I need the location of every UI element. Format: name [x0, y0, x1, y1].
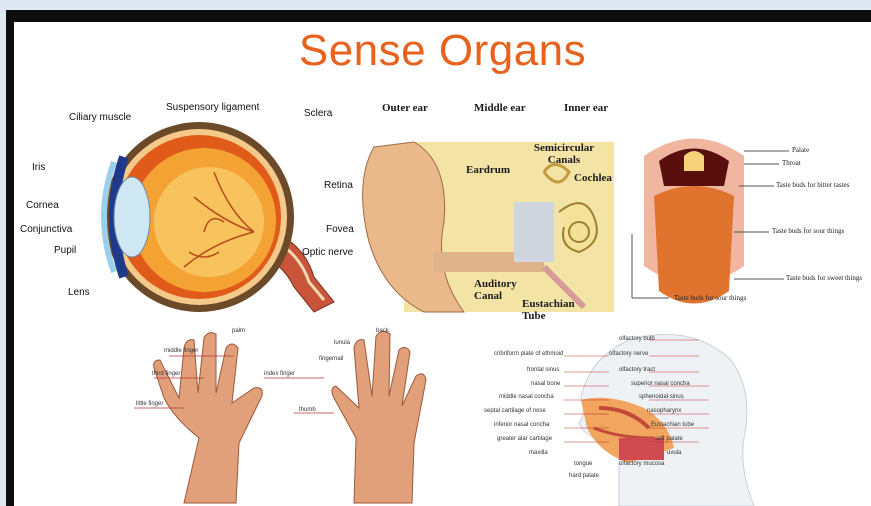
- hands-label-lunula: lunula: [334, 340, 350, 346]
- eye-label-fovea: Fovea: [326, 224, 354, 235]
- tongue-label-palate: Palate: [792, 146, 809, 154]
- tongue-label-throat: Throat: [782, 159, 801, 167]
- nose-label-superior-concha: superior nasal concha: [631, 381, 690, 387]
- slide: Sense Organs Ciliary muscle Suspensory l…: [14, 22, 871, 506]
- eye-label-ciliary-muscle: Ciliary muscle: [69, 112, 131, 123]
- nose-label-nasal-bone: nasal bone: [531, 381, 560, 387]
- nose-label-olfactory-tract: olfactory tract: [619, 367, 655, 373]
- tongue-illustration: [624, 116, 871, 316]
- ear-label-outer-ear: Outer ear: [382, 102, 428, 114]
- hands-label-middle-finger: middle finger: [164, 348, 198, 354]
- ear-diagram: Outer ear Middle ear Inner ear Semicircu…: [354, 102, 624, 332]
- nose-label-nasopharynx: nasopharynx: [647, 408, 681, 414]
- tongue-label-sweet: Taste buds for sweet things: [786, 274, 862, 282]
- eye-label-conjunctiva: Conjunctiva: [20, 224, 72, 235]
- tongue-label-sour-right: Taste buds for sour things: [772, 227, 844, 235]
- eye-label-optic-nerve: Optic nerve: [302, 247, 353, 258]
- nose-label-middle-concha: middle nasal concha: [499, 394, 554, 400]
- nose-label-olfactory-mucosa: olfactory mucosa: [619, 461, 664, 467]
- eye-label-lens: Lens: [68, 287, 90, 298]
- nose-label-uvula: uvula: [667, 450, 681, 456]
- hands-diagram: palm back middle finger lunula fingernai…: [124, 328, 444, 506]
- eye-label-suspensory-ligament: Suspensory ligament: [166, 102, 259, 113]
- nose-label-sphenoidal-sinus: sphenoidal sinus: [639, 394, 684, 400]
- hands-label-little-finger: little finger: [136, 401, 163, 407]
- tongue-label-bitter: Taste buds for bitter tastes: [776, 181, 849, 189]
- nose-label-frontal-sinus: frontal sinus: [527, 367, 559, 373]
- tongue-diagram: Palate Throat Taste buds for bitter tast…: [624, 116, 871, 316]
- eye-illustration: [14, 102, 354, 327]
- hands-label-third-finger: third finger: [152, 371, 180, 377]
- hands-label-thumb: thumb: [299, 407, 316, 413]
- tongue-label-sour-bottom: Taste buds for sour things: [674, 294, 746, 302]
- nose-label-cribriform: cribriform plate of ethmoid: [494, 351, 563, 357]
- nose-label-soft-palate: soft palate: [655, 436, 683, 442]
- ear-label-inner-ear: Inner ear: [564, 102, 608, 114]
- ear-label-eustachian-tube: Eustachian Tube: [522, 298, 582, 322]
- nose-label-maxilla: maxilla: [529, 450, 548, 456]
- slide-title: Sense Organs: [14, 26, 871, 76]
- nose-label-hard-palate: hard palate: [569, 473, 599, 479]
- nose-label-olfactory-bulb: olfactory bulb: [619, 336, 655, 342]
- ear-label-auditory-canal: Auditory Canal: [474, 278, 526, 302]
- hands-illustration: [124, 328, 444, 506]
- ear-label-middle-ear: Middle ear: [474, 102, 526, 114]
- eye-diagram: Ciliary muscle Suspensory ligament Scler…: [14, 102, 354, 327]
- eye-label-retina: Retina: [324, 180, 353, 191]
- nose-label-tongue: tongue: [574, 461, 592, 467]
- eye-label-sclera: Sclera: [304, 108, 332, 119]
- nose-label-greater-alar: greater alar cartilage: [497, 436, 552, 442]
- ear-label-semicircular-canals: Semicircular Canals: [529, 142, 599, 166]
- hands-label-fingernail: fingernail: [319, 356, 343, 362]
- hands-label-back: back: [376, 328, 389, 334]
- nose-label-inferior-concha: inferior nasal concha: [494, 422, 549, 428]
- eye-label-pupil: Pupil: [54, 245, 76, 256]
- nose-diagram: olfactory bulb cribriform plate of ethmo…: [469, 328, 871, 506]
- ear-label-cochlea: Cochlea: [574, 172, 612, 184]
- eye-label-iris: Iris: [32, 162, 45, 173]
- nose-label-septal-cartilage: septal cartilage of nose: [484, 408, 546, 414]
- hands-label-palm: palm: [232, 328, 245, 334]
- eye-label-cornea: Cornea: [26, 200, 59, 211]
- nose-label-eustachian-tube: Eustachian tube: [651, 422, 694, 428]
- hands-label-index-finger: index finger: [264, 371, 295, 377]
- ear-label-eardrum: Eardrum: [466, 164, 510, 176]
- nose-label-olfactory-nerve: olfactory nerve: [609, 351, 648, 357]
